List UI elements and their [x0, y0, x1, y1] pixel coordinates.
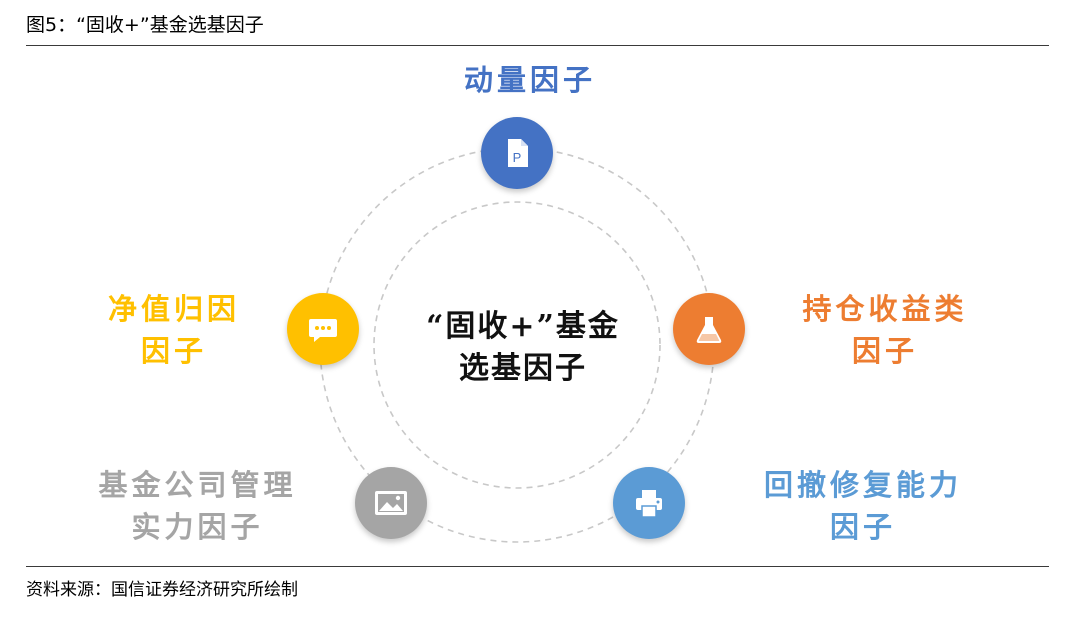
label-line: 回撤修复能力 [763, 468, 962, 502]
center-title: “固收+”基金 选基因子 [385, 306, 661, 390]
bottom-rule [26, 566, 1049, 567]
chat-icon [309, 319, 337, 342]
document-p-icon: P [508, 139, 528, 167]
svg-text:P: P [513, 150, 522, 165]
image-icon [375, 491, 407, 515]
label-line: 持仓收益类 [802, 292, 968, 326]
center-line-2: 选基因子 [459, 351, 587, 386]
node-holding-return-factor [673, 293, 745, 365]
label-line: 因子 [829, 510, 896, 544]
label-line: 实力因子 [131, 510, 264, 544]
source-note: 资料来源：国信证券经济研究所绘制 [26, 580, 298, 600]
label-holding-return-factor: 持仓收益类 因子 [790, 288, 980, 372]
label-momentum-factor: 动量因子 [455, 59, 605, 101]
figure-title: 图5：“固收+”基金选基因子 [26, 14, 264, 36]
label-line: 基金公司管理 [98, 468, 297, 502]
inner-dashed-ring [373, 201, 661, 489]
node-drawdown-recovery-factor [613, 467, 685, 539]
label-fund-company-factor: 基金公司管理 实力因子 [85, 464, 310, 548]
node-momentum-factor: P [481, 117, 553, 189]
node-nav-attribution-factor [287, 293, 359, 365]
label-drawdown-recovery-factor: 回撤修复能力 因子 [748, 464, 978, 548]
center-line-1: “固收+”基金 [426, 309, 620, 344]
label-line: 净值归因 [107, 292, 240, 326]
label-line: 动量因子 [463, 63, 596, 97]
label-nav-attribution-factor: 净值归因 因子 [95, 288, 253, 372]
node-fund-company-factor [355, 467, 427, 539]
label-line: 因子 [851, 334, 918, 368]
printer-icon [636, 490, 662, 518]
flask-icon [696, 317, 722, 343]
label-line: 因子 [140, 334, 207, 368]
top-rule [26, 45, 1049, 46]
